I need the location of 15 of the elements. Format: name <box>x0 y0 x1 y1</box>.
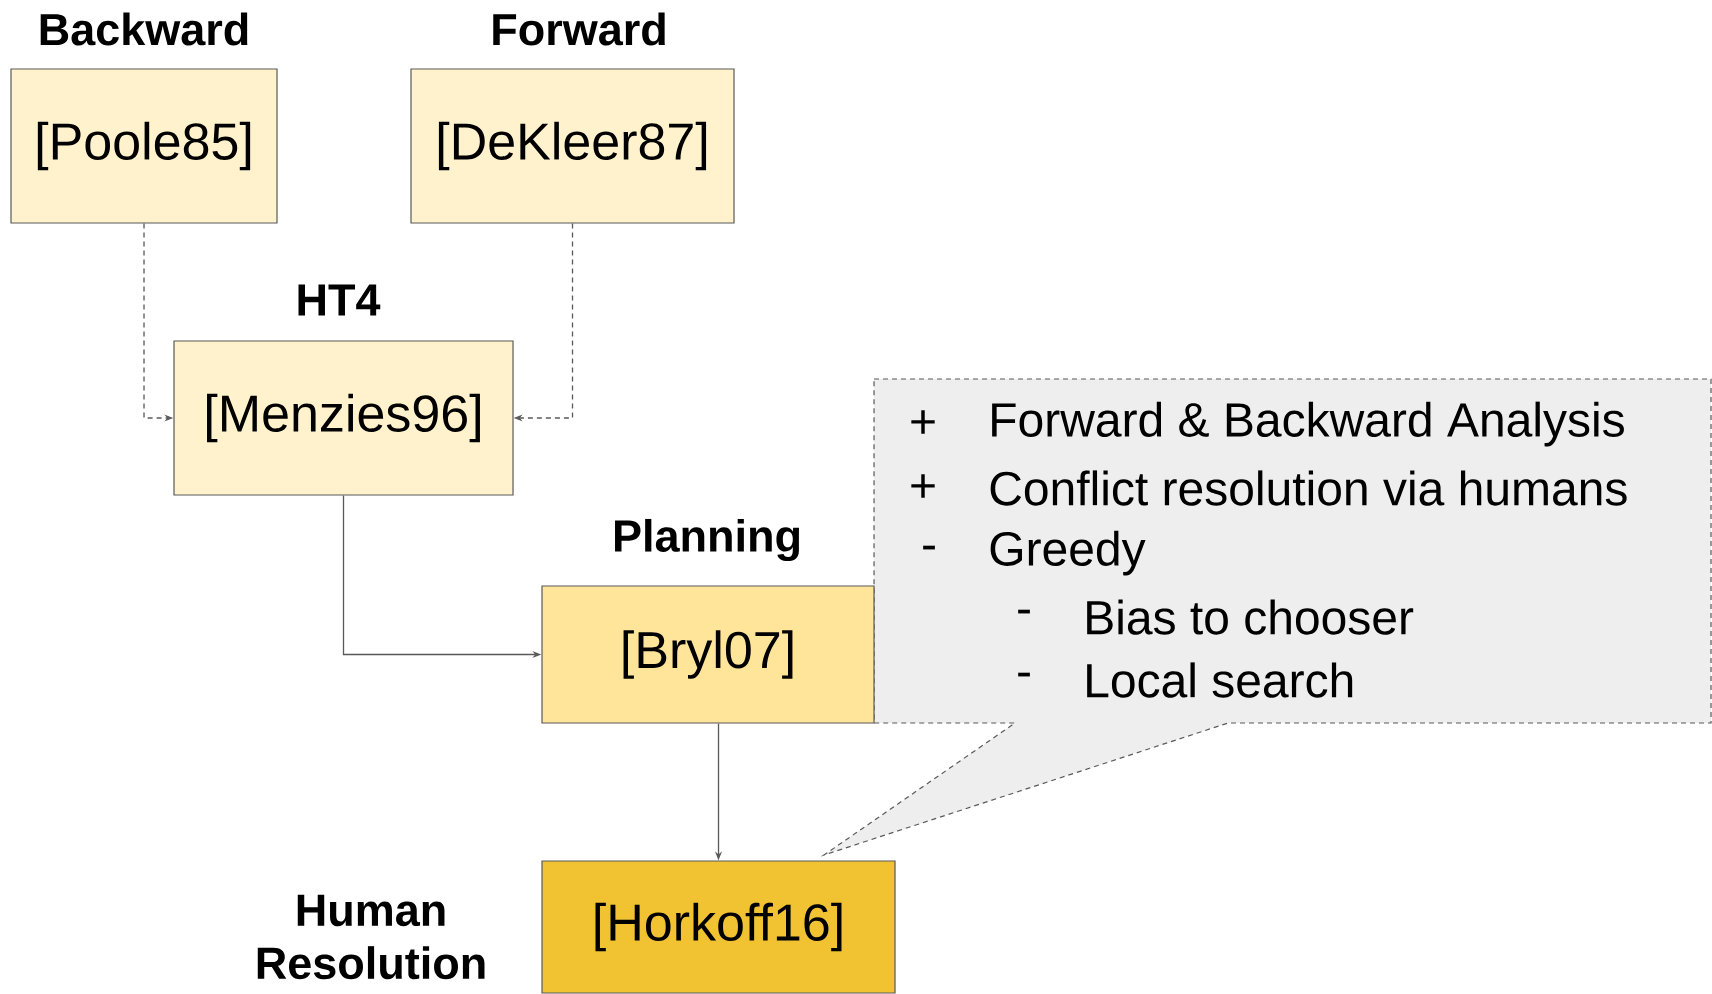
reference-box: [Menzies96] <box>173 340 514 496</box>
bullet-marker: - <box>1018 609 1030 614</box>
reference-box: [Bryl07] <box>541 585 875 724</box>
heading: Forward <box>493 12 665 46</box>
heading: Human Resolution <box>257 894 485 980</box>
heading: HT4 <box>298 284 381 316</box>
bullet-marker: + <box>911 474 935 498</box>
bullet-marker: - <box>1018 672 1030 677</box>
reference-box: [Horkoff16] <box>541 860 896 994</box>
heading: Backward <box>40 12 248 46</box>
reference-box: [Poole85] <box>10 68 278 224</box>
bullet-marker: - <box>923 545 935 550</box>
heading: Planning <box>615 518 800 562</box>
bullet-marker: + <box>911 410 935 434</box>
reference-box: [DeKleer87] <box>410 68 735 224</box>
